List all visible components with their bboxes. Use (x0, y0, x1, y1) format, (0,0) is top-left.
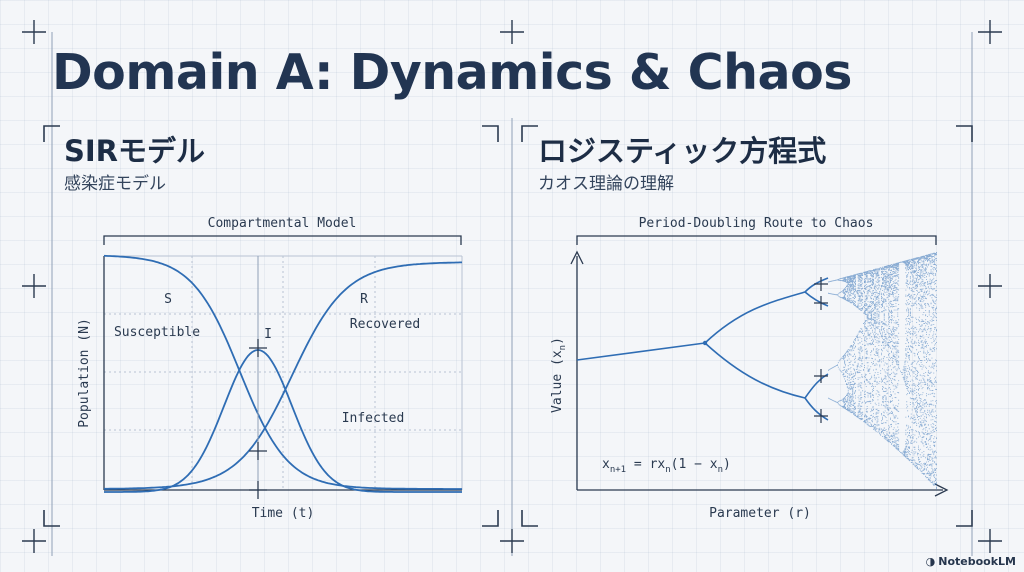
sir-caption: Compartmental Model (208, 216, 357, 231)
sir-s-name: Susceptible (114, 325, 200, 340)
sir-i-name: Infected (342, 411, 405, 426)
brand-name: NotebookLM (938, 555, 1016, 568)
sir-r-letter: R (360, 292, 368, 307)
bifurcation-branch (804, 373, 829, 399)
logistic-x-axis-label: Parameter (r) (709, 506, 811, 521)
sir-gridlines (104, 256, 462, 490)
bifurcation-branch (704, 342, 806, 399)
bifurcation-point (702, 340, 708, 346)
sir-caption-bracket (103, 235, 462, 245)
sir-x-axis-label: Time (t) (252, 506, 315, 521)
logistic-caption-bracket (576, 235, 937, 245)
sir-r-name: Recovered (350, 317, 420, 332)
bifurcation-branch (804, 397, 829, 421)
panel-brackets (43, 125, 973, 527)
bifurcation-branch (804, 291, 829, 307)
sir-axes (103, 256, 462, 491)
notebooklm-logo-icon: ◑ (925, 555, 936, 568)
logistic-panel-title: ロジスティック方程式 (538, 134, 827, 168)
sir-y-axis-label: Population (N) (77, 318, 92, 428)
sir-i-letter: I (264, 327, 272, 342)
logistic-axes (570, 250, 949, 497)
crop-marks (22, 20, 1002, 553)
page-title: Domain A: Dynamics & Chaos (52, 44, 852, 101)
brand-mark: ◑NotebookLM (926, 555, 1016, 568)
sir-recovered-curve (104, 261, 462, 490)
bifurcation-marker-crosses (814, 277, 828, 423)
sir-s-letter: S (164, 292, 172, 307)
logistic-caption: Period-Doubling Route to Chaos (639, 216, 874, 231)
bifurcation-branch (804, 277, 829, 293)
sir-marker-crosses (249, 256, 267, 499)
sir-susceptible-curve (103, 254, 462, 490)
logistic-equation: xn+1 = rxn(1 − xn) (602, 457, 731, 475)
bifurcation-branches (576, 252, 937, 489)
sir-panel-title: SIRモデル (64, 134, 206, 168)
chaos-points (828, 252, 937, 489)
sir-panel-subtitle: 感染症モデル (64, 174, 166, 194)
bifurcation-branch (576, 342, 706, 361)
chaos-scatter (828, 252, 937, 489)
logistic-y-axis-label: Value (xn) (550, 337, 568, 413)
bifurcation-branch (704, 291, 806, 344)
logistic-panel-subtitle: カオス理論の理解 (538, 174, 674, 194)
sir-infected-curve (104, 349, 462, 493)
